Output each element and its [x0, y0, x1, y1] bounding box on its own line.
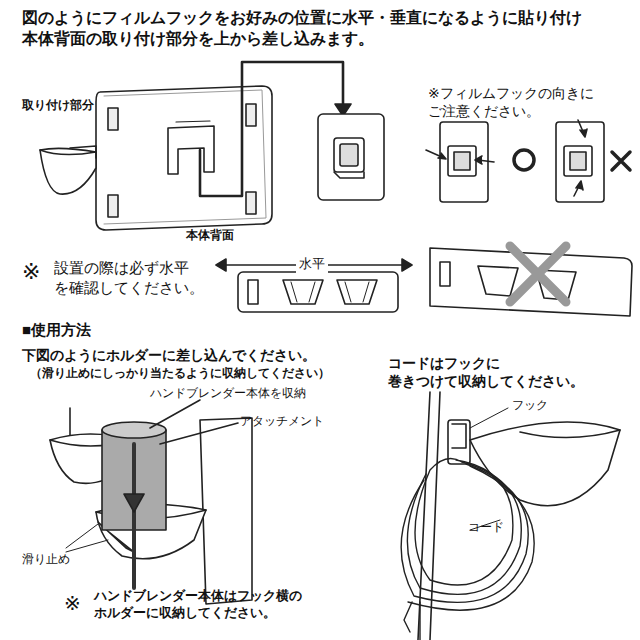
part-name: フック [512, 398, 548, 414]
instruction-text: 下図のようにホルダーに差し込んでください。 [22, 346, 316, 364]
part-name: 滑り止め [22, 552, 70, 568]
note-mark: ※ [22, 258, 40, 287]
instruction-heading: 図のようにフィルムフックをお好みの位置に水平・垂直になるように貼り付け 本体背面… [22, 8, 598, 50]
instruction-text: （滑り止めにしっかり当たるように収納してください） [30, 366, 330, 382]
part-name: 本体背面 [186, 228, 234, 244]
part-name: 取り付け部分 [22, 98, 94, 114]
dimension-label: 水平 [296, 256, 328, 273]
part-name: アタッチメント [240, 414, 324, 430]
note-mark: ※ [64, 590, 81, 616]
part-name: ハンドブレンダー本体を収納 [150, 386, 306, 402]
part-name: コード [468, 520, 504, 536]
section-heading: ■使用方法 [22, 320, 91, 340]
caution-note: 設置の際は必ず水平 を確認してください。 [54, 258, 204, 297]
instruction-text: コードはフックに 巻きつけて収納してください。 [388, 354, 598, 390]
caution-note: ※フィルムフックの向きに ご注意ください。 [428, 84, 610, 120]
instruction-text: ハンドブレンダー本体はフック横の ホルダーに収納してください。 [94, 588, 315, 622]
